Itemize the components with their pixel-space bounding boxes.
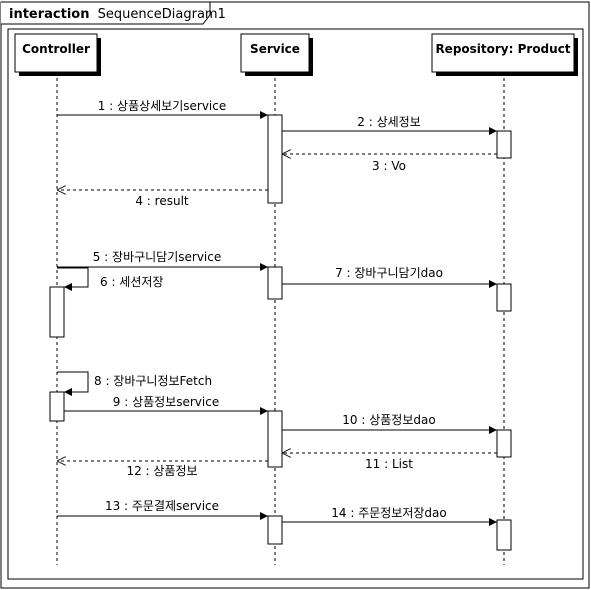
frame-title: interaction SequenceDiagram1	[9, 7, 226, 22]
lifeline-controller-label: Controller	[22, 42, 90, 56]
activation-repo-3	[496, 429, 512, 458]
message-arrow-8	[57, 371, 89, 396]
message-arrow-6	[57, 267, 89, 291]
lifeline-service-label: Service	[250, 42, 300, 56]
message-label-1: 1 : 상품상세보기service	[98, 99, 227, 113]
activation-bars	[49, 114, 512, 551]
message-label-3: 3 : Vo	[372, 159, 406, 173]
message-label-9: 9 : 상품정보service	[113, 395, 219, 409]
message-label-13: 13 : 주문결제service	[105, 499, 219, 513]
activation-controller-2	[49, 391, 65, 422]
lifeline-repository: Repository: Product	[431, 33, 578, 76]
activation-repo-1	[496, 130, 512, 159]
message-label-10: 10 : 상품정보dao	[342, 413, 435, 427]
lifeline-controller: Controller	[14, 33, 101, 76]
message-label-11: 11 : List	[365, 457, 413, 471]
activation-repo-4	[496, 519, 512, 551]
frame-inner	[7, 28, 584, 580]
message-label-14: 14 : 주문정보저장dao	[331, 506, 447, 520]
frame-tab	[1, 1, 211, 25]
message-label-2: 2 : 상세정보	[357, 115, 420, 129]
message-label-7: 7 : 장바구니담기dao	[335, 266, 443, 280]
message-label-8: 8 : 장바구니정보Fetch	[94, 374, 212, 388]
message-label-4: 4 : result	[135, 194, 189, 208]
message-label-6: 6 : 세션저장	[100, 275, 163, 289]
activation-service-3	[267, 410, 283, 468]
message-label-12: 12 : 상품정보	[126, 464, 197, 478]
activation-repo-2	[496, 283, 512, 312]
activation-service-4	[267, 515, 283, 545]
activation-service-2	[267, 266, 283, 300]
lifeline-service: Service	[240, 33, 313, 76]
activation-controller-1	[49, 286, 65, 338]
messages: 1 : 상품상세보기service 2 : 상세정보 3 : Vo 4 : re…	[57, 99, 497, 526]
lifeline-repository-label: Repository: Product	[435, 42, 570, 56]
activation-service-1	[267, 114, 283, 204]
message-label-5: 5 : 장바구니담기service	[93, 250, 222, 264]
